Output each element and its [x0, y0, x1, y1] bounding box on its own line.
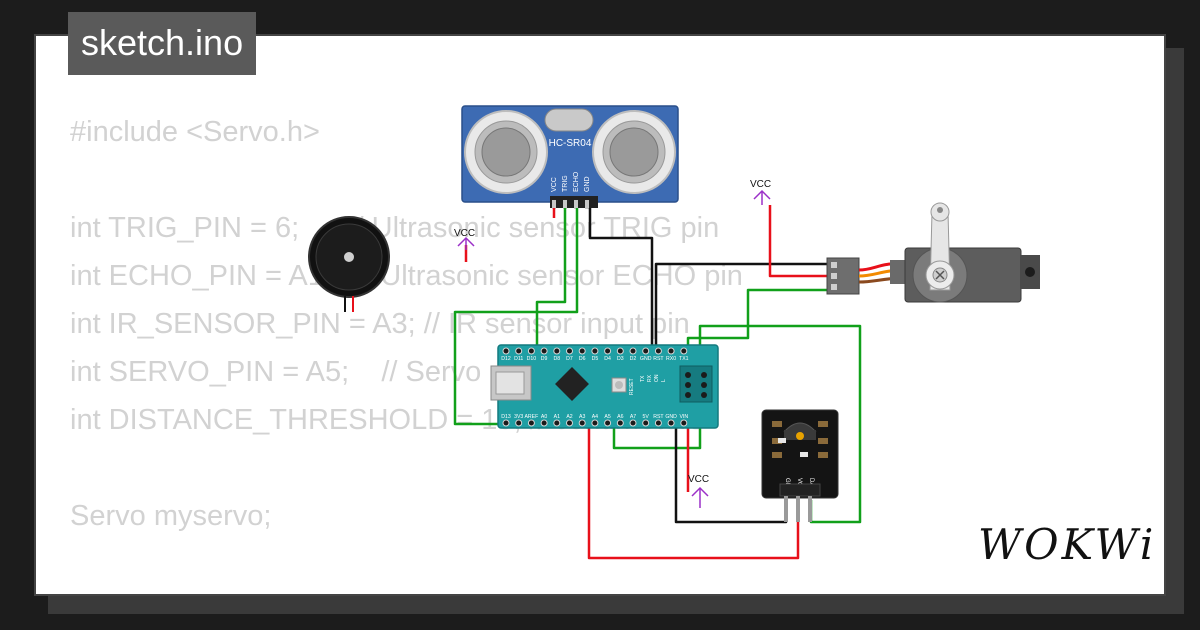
nano-label-tx: TX: [640, 375, 646, 382]
nano-bottom-pin-label: 5V: [643, 414, 650, 420]
nano-bottom-pin-label: GND: [665, 414, 677, 420]
nano-top-pin-label: TX1: [679, 356, 689, 362]
buzzer[interactable]: [308, 216, 390, 312]
ultrasonic-sensor[interactable]: HC-SR04 VCC TRIG ECHO GND: [461, 105, 679, 209]
nano-bottom-pin-label: A4: [592, 414, 598, 420]
nano-top-pin-label: D4: [604, 356, 611, 362]
nano-reset-label: RESET: [629, 378, 635, 395]
nano-top-pin[interactable]: [502, 347, 510, 355]
wire-servo-signal: [746, 288, 827, 325]
nano-bottom-pin-label: A2: [566, 414, 572, 420]
nano-top-pin-label: D8: [553, 356, 560, 362]
nano-bottom-pin[interactable]: [604, 419, 612, 427]
code-line: int ECHO_PIN = A1; // Ultrasonic sensor …: [70, 260, 743, 292]
nano-bottom-pin-label: A6: [617, 414, 623, 420]
wire-echo: [453, 208, 579, 426]
nano-label-on: ON: [654, 374, 660, 382]
nano-bottom-pin[interactable]: [667, 419, 675, 427]
nano-bottom-pin-label: RST: [653, 414, 664, 420]
vcc-label-1: VCC: [454, 228, 475, 239]
wire-servo-vcc: [768, 205, 827, 278]
us-pin-gnd: GND: [584, 176, 591, 192]
nano-top-pin-label: D11: [514, 356, 523, 362]
nano-top-pin[interactable]: [654, 347, 662, 355]
nano-bottom-pin[interactable]: [680, 419, 688, 427]
nano-top-pin-label: D10: [527, 356, 537, 362]
nano-bottom-pin-label: A3: [579, 414, 585, 420]
nano-top-pin[interactable]: [616, 347, 624, 355]
nano-bottom-pin[interactable]: [629, 419, 637, 427]
nano-top-pin[interactable]: [680, 347, 688, 355]
wire-trig: [535, 208, 567, 348]
nano-bottom-pin-label: D13: [501, 414, 511, 420]
nano-top-pin[interactable]: [591, 347, 599, 355]
wire-ir-vcc: [587, 425, 800, 560]
nano-bottom-pin-label: A0: [541, 414, 547, 420]
nano-bottom-pin[interactable]: [540, 419, 548, 427]
nano-top-pin[interactable]: [578, 347, 586, 355]
nano-top-pin[interactable]: [604, 347, 612, 355]
vcc-label-2: VCC: [750, 179, 771, 190]
nano-top-pin-label: RX0: [666, 356, 676, 362]
nano-bottom-pin[interactable]: [578, 419, 586, 427]
nano-top-pin-label: D9: [541, 356, 548, 362]
vcc-symbol-3: VCC: [688, 474, 709, 508]
us-pin-vcc: VCC: [551, 177, 558, 192]
nano-top-pin[interactable]: [527, 347, 535, 355]
nano-bottom-pin[interactable]: [566, 419, 573, 427]
nano-top-pin[interactable]: [566, 347, 573, 355]
nano-label-rx: RX: [647, 374, 653, 382]
wire-ir-dat: [612, 324, 862, 524]
nano-bottom-pin[interactable]: [515, 419, 523, 427]
nano-top-pin-label: D2: [630, 356, 637, 362]
code-line: Servo myservo;: [70, 500, 272, 532]
nano-bottom-pin-label: A5: [604, 414, 610, 420]
nano-label-l: L: [661, 379, 667, 382]
nano-top-pin[interactable]: [540, 347, 548, 355]
nano-bottom-pin-label: A7: [630, 414, 636, 420]
nano-bottom-pin[interactable]: [527, 419, 535, 427]
nano-top-pin[interactable]: [629, 347, 637, 355]
vcc-label-3: VCC: [688, 474, 709, 485]
nano-bottom-pin[interactable]: [553, 419, 561, 427]
file-tab-label: sketch.ino: [81, 22, 244, 63]
code-line: #include <Servo.h>: [70, 116, 320, 148]
vcc-symbol-2: VCC: [750, 179, 771, 205]
wire-servo-sig2: [686, 325, 750, 350]
ultrasonic-label: HC-SR04: [549, 138, 592, 149]
nano-bottom-pin[interactable]: [502, 419, 510, 427]
wire-us-gnd: [588, 208, 654, 350]
us-pin-trig: TRIG: [562, 175, 569, 192]
wokwi-logo-text: WOKWi: [978, 520, 1157, 569]
nano-top-pin-label: RST: [653, 356, 664, 362]
nano-bottom-pin-label: A1: [554, 414, 560, 420]
nano-top-pin-label: D6: [579, 356, 586, 362]
code-line: int IR_SENSOR_PIN = A3; // IR sensor inp…: [70, 308, 690, 340]
nano-top-pin-label: D7: [566, 356, 573, 362]
nano-top-pin[interactable]: [667, 347, 675, 355]
nano-top-pin-label: D12: [501, 356, 511, 362]
wokwi-logo: WOKWi: [978, 520, 1156, 569]
nano-top-pin-label: D3: [617, 356, 624, 362]
nano-bottom-pin[interactable]: [591, 419, 599, 427]
servo-motor[interactable]: [826, 202, 1040, 303]
nano-top-pin-label: D5: [592, 356, 599, 362]
nano-bottom-pin-label: 3V3: [514, 414, 523, 420]
vcc-symbol-1: VCC: [454, 228, 475, 250]
nano-bottom-pin-label: AREF: [524, 414, 538, 420]
ir-sensor[interactable]: GND VCC DAT: [761, 409, 839, 522]
nano-top-pin-label: GND: [640, 356, 652, 362]
nano-bottom-pin[interactable]: [616, 419, 624, 427]
file-tab[interactable]: sketch.ino: [68, 12, 257, 75]
vcc-markers: VCC VCC VCC: [454, 179, 771, 508]
nano-bottom-pin[interactable]: [642, 419, 650, 427]
nano-bottom-pin-label: VIN: [679, 414, 688, 420]
nano-top-pin[interactable]: [642, 347, 650, 355]
us-pin-echo: ECHO: [573, 171, 580, 192]
nano-bottom-pin[interactable]: [654, 419, 662, 427]
nano-top-pin[interactable]: [515, 347, 523, 355]
nano-top-pin[interactable]: [553, 347, 561, 355]
